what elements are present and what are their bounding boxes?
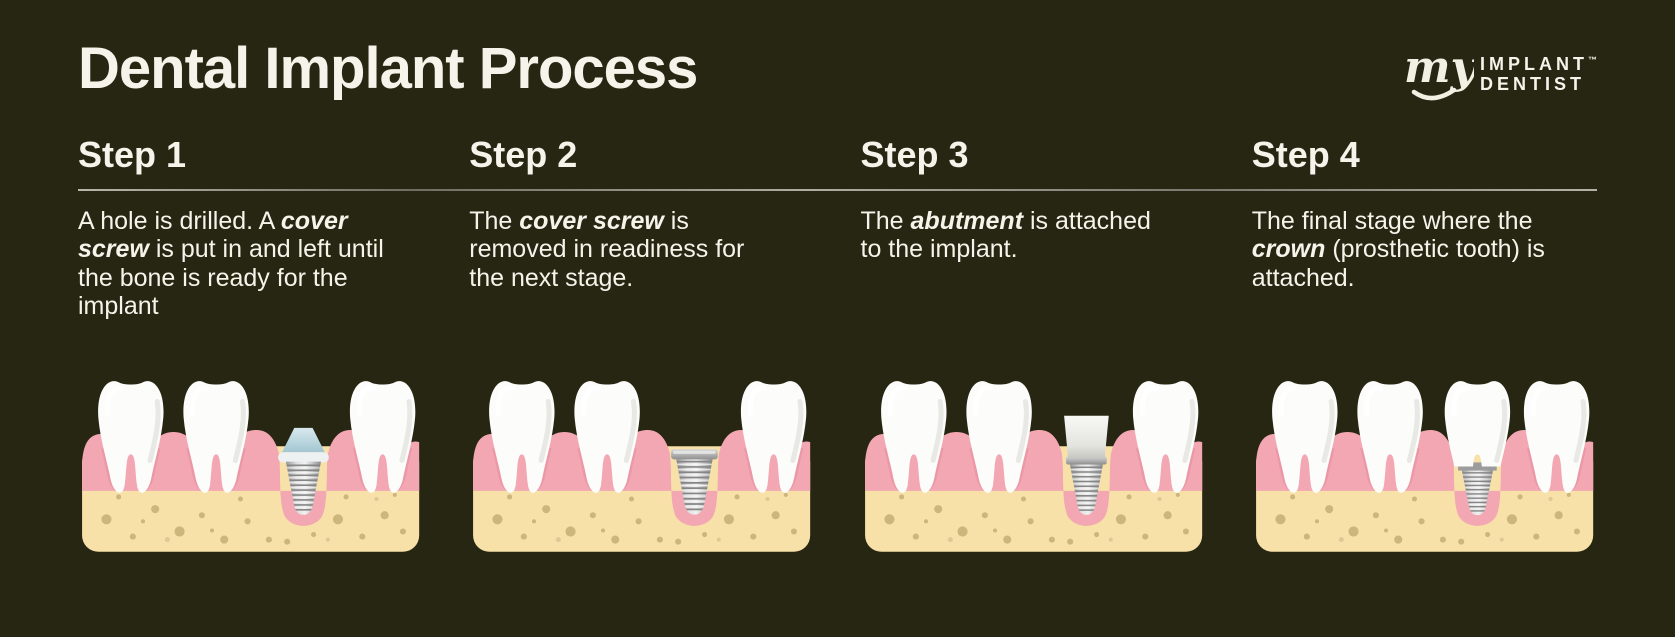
step-4-description: The final stage where the crown (prosthe… bbox=[1251, 207, 1545, 292]
teeth-gum-bone bbox=[865, 367, 1204, 552]
step-illustrations-row bbox=[78, 367, 1597, 556]
teeth-gum-bone bbox=[1256, 367, 1595, 552]
step-2-label: Step 2 bbox=[469, 134, 578, 175]
implant-collar bbox=[1457, 462, 1497, 471]
divider-line bbox=[78, 189, 1597, 191]
logo-word-dentist: DENTIST bbox=[1480, 74, 1586, 94]
step-1-label: Step 1 bbox=[78, 134, 187, 175]
illustration-abutment bbox=[861, 367, 1206, 556]
implant-exposed-screw bbox=[671, 449, 719, 514]
step-3-description: The abutment is attached to the implant. bbox=[860, 207, 1151, 264]
page-title: Dental Implant Process bbox=[78, 36, 698, 101]
smile-icon bbox=[1411, 87, 1457, 101]
illustration-crown bbox=[1252, 367, 1597, 556]
illustration-implant-cover-screw bbox=[78, 367, 423, 556]
step-3-label: Step 3 bbox=[860, 134, 969, 175]
logo-wordmark: IMPLANT™ DENTIST bbox=[1480, 54, 1597, 94]
healing-disc bbox=[278, 452, 329, 463]
cover-screw-cap bbox=[282, 427, 325, 453]
logo-script-my: my bbox=[1404, 42, 1474, 101]
step-descriptions-row: A hole is drilled. A cover screw is put … bbox=[78, 207, 1597, 359]
implant-with-cover-screw bbox=[278, 427, 329, 515]
logo-word-implant: IMPLANT™ bbox=[1480, 53, 1597, 74]
step-4-label: Step 4 bbox=[1251, 134, 1360, 175]
implant-with-crown bbox=[1444, 381, 1509, 515]
step-1-description: A hole is drilled. A cover screw is put … bbox=[78, 207, 384, 320]
step-2-description: The cover screw is removed in readiness … bbox=[469, 207, 745, 292]
trademark-symbol: ™ bbox=[1588, 54, 1597, 65]
step-headings-row: Step 1 Step 2 Step 3 Step 4 bbox=[78, 134, 1597, 176]
illustration-exposed-screw bbox=[469, 367, 814, 556]
header: Dental Implant Process my IMPLANT™ DENTI… bbox=[78, 34, 1597, 106]
screw-head-highlight bbox=[673, 450, 716, 454]
brand-logo: my IMPLANT™ DENTIST bbox=[1402, 42, 1597, 106]
abutment bbox=[1063, 415, 1109, 459]
implant-with-abutment bbox=[1063, 415, 1109, 515]
teeth-gum-bone bbox=[82, 367, 421, 552]
teeth-gum-bone bbox=[473, 367, 812, 552]
svg-text:my: my bbox=[1404, 42, 1474, 93]
